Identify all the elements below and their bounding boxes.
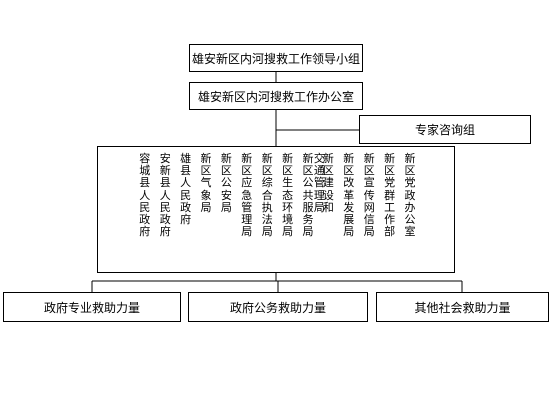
force-box-professional: 政府专业救助力量 [3, 292, 181, 322]
department-label: 新区建设和 [322, 152, 334, 214]
department-label: 新区生态环境局 [282, 152, 294, 239]
department-label: 新区公共服务局 [302, 152, 314, 239]
department-label: 新区改革发展局 [343, 152, 355, 239]
departments-box [97, 146, 455, 273]
force-label-social: 其他社会救助力量 [414, 300, 511, 315]
department-label: 新区应急管理局 [241, 152, 253, 239]
department-label: 安新县人民政府 [159, 152, 171, 239]
lead-group-label: 雄安新区内河搜救工作领导小组 [191, 51, 360, 66]
department-label: 新区党政办公室 [404, 152, 416, 239]
force-box-official: 政府公务救助力量 [188, 292, 368, 322]
department-label: 交通管理局 [313, 152, 325, 214]
department-label: 新区宣传网信局 [363, 152, 375, 239]
lead-group-box: 雄安新区内河搜救工作领导小组 [189, 44, 363, 72]
force-label-professional: 政府专业救助力量 [43, 300, 140, 315]
force-box-social: 其他社会救助力量 [376, 292, 549, 322]
office-box: 雄安新区内河搜救工作办公室 [189, 82, 363, 110]
department-label: 容城县人民政府 [139, 152, 151, 239]
department-label: 新区综合执法局 [261, 152, 273, 239]
department-label: 雄县人民政府 [180, 152, 192, 227]
force-label-official: 政府公务救助力量 [229, 300, 326, 315]
expert-group-box: 专家咨询组 [359, 115, 531, 144]
department-label: 新区气象局 [200, 152, 212, 214]
expert-group-label: 专家咨询组 [414, 123, 475, 137]
department-label: 新区公安局 [220, 152, 232, 214]
office-label: 雄安新区内河搜救工作办公室 [197, 89, 354, 104]
department-label: 新区党群工作部 [384, 152, 396, 239]
